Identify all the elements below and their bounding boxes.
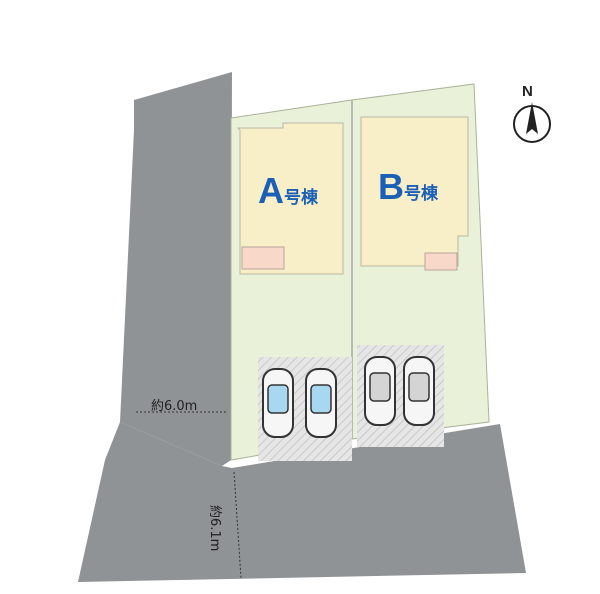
- building-b: [360, 116, 469, 267]
- dimension-line-south: [233, 471, 242, 579]
- car-icon: [262, 368, 294, 438]
- entrance-b: [424, 252, 458, 271]
- car-icon: [305, 368, 337, 438]
- west-road-width-label: 約6.0m: [151, 399, 198, 414]
- lot-b-label: B号棟: [378, 166, 438, 208]
- lot-b-suffix: 号棟: [404, 184, 438, 203]
- south-road: [78, 422, 526, 582]
- north-arrow-icon: N: [513, 83, 551, 143]
- car-icon: [403, 356, 435, 426]
- lot-a-label: A号棟: [258, 170, 318, 212]
- lot-a-suffix: 号棟: [284, 188, 318, 207]
- entrance-a: [241, 246, 285, 270]
- compass-label: N: [522, 83, 533, 100]
- west-road: [120, 72, 232, 466]
- lot-b-letter: B: [378, 166, 404, 207]
- building-a: [236, 122, 344, 275]
- south-road-width-label: 約6.1m: [207, 505, 222, 552]
- car-icon: [364, 356, 396, 426]
- lot-a-letter: A: [258, 170, 284, 211]
